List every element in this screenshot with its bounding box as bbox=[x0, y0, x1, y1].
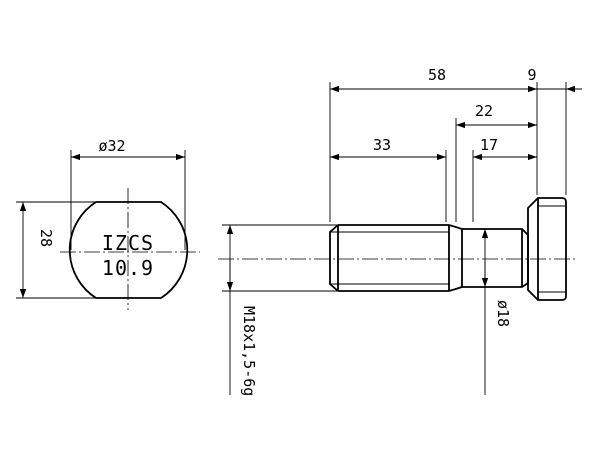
dim-flat-height: 28 bbox=[37, 229, 55, 247]
dim-thread-length: 33 bbox=[373, 136, 391, 154]
collar-outline bbox=[462, 228, 529, 288]
side-view: 58 9 22 33 17 M18x1,5-6g ø18 bbox=[218, 66, 582, 396]
head-marking-line2: 10.9 bbox=[102, 256, 154, 280]
head-marking-line1: IZCS bbox=[102, 231, 154, 255]
dim-overall-length: 58 bbox=[428, 66, 446, 84]
dim-shoulder-length: 22 bbox=[475, 102, 493, 120]
end-view: IZCS 10.9 ø32 28 bbox=[16, 137, 200, 310]
head-outline bbox=[68, 201, 189, 299]
head-side-outline bbox=[527, 197, 567, 301]
neck-outline bbox=[448, 224, 463, 292]
dim-collar-length: 17 bbox=[480, 136, 498, 154]
dim-head-thickness: 9 bbox=[527, 66, 536, 84]
dim-thread-spec: M18x1,5-6g bbox=[240, 306, 258, 396]
dim-shank-diameter: ø18 bbox=[494, 300, 512, 327]
dim-head-diameter: ø32 bbox=[98, 137, 125, 155]
thread-outline bbox=[329, 224, 449, 292]
